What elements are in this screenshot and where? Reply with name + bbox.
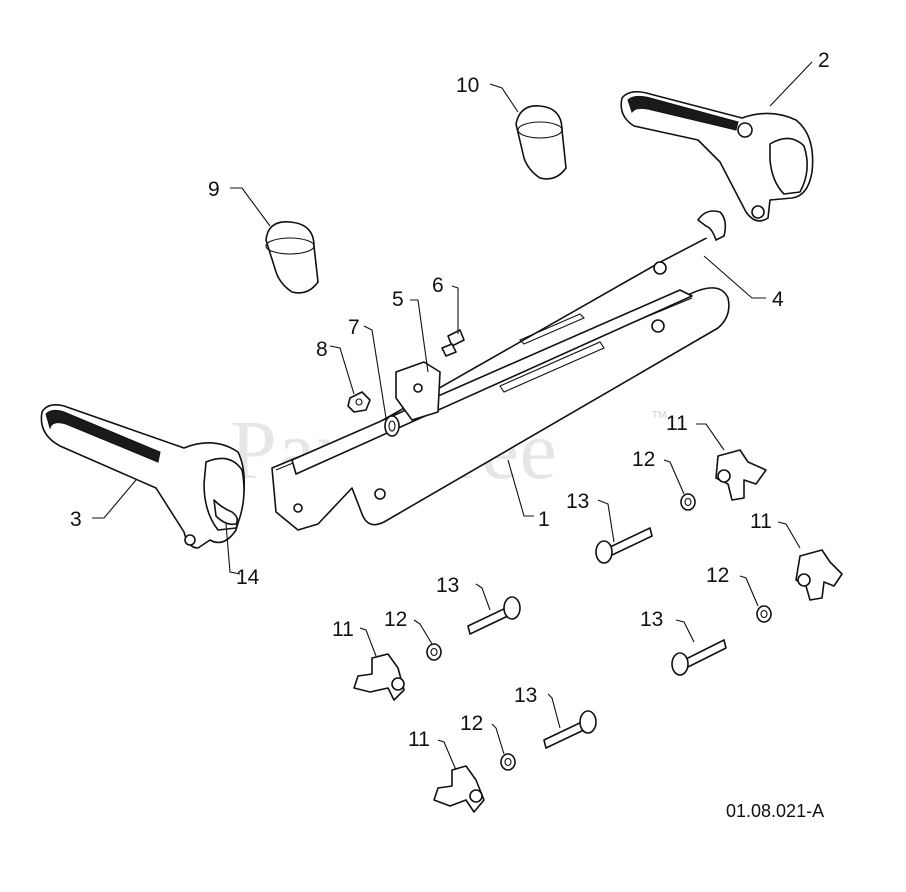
leader-lines — [92, 61, 813, 771]
callout-12a: 12 — [632, 448, 655, 471]
part-12-washer-b[interactable] — [756, 605, 772, 623]
callout-3: 3 — [70, 508, 82, 531]
part-11-knob-b[interactable] — [795, 549, 843, 601]
callout-12b: 12 — [706, 564, 729, 587]
part-11-knob-c[interactable] — [353, 653, 405, 701]
part-5-bracket[interactable] — [395, 361, 441, 421]
watermark-trademark: TM — [652, 410, 666, 421]
part-13-bolt-d[interactable] — [543, 710, 597, 749]
callout-13d: 13 — [514, 684, 537, 707]
part-13-bolt-c[interactable] — [671, 639, 727, 676]
part-11-knob-d[interactable] — [433, 765, 485, 813]
callout-11d: 11 — [408, 728, 430, 751]
part-14-clip[interactable] — [213, 499, 239, 526]
callout-13c: 13 — [640, 608, 663, 631]
callout-2: 2 — [818, 49, 830, 72]
part-9-knob[interactable] — [265, 221, 319, 294]
callout-13a: 13 — [566, 490, 589, 513]
part-8-nut[interactable] — [347, 391, 371, 413]
callout-12d: 12 — [460, 712, 483, 735]
callout-6: 6 — [432, 274, 444, 297]
part-7-bushing[interactable] — [384, 415, 400, 437]
callout-7: 7 — [348, 316, 360, 339]
callout-8: 8 — [316, 338, 328, 361]
callout-12c: 12 — [384, 608, 407, 631]
callout-10: 10 — [456, 74, 479, 97]
callout-9: 9 — [208, 178, 220, 201]
part-3-lever-left[interactable] — [40, 404, 246, 549]
callout-13b: 13 — [436, 574, 459, 597]
callout-4: 4 — [772, 288, 784, 311]
part-12-washer-a[interactable] — [680, 493, 696, 511]
part-13-bolt-a[interactable] — [595, 527, 653, 564]
callout-11a: 11 — [666, 412, 688, 435]
drawing-number: 01.08.021-A — [726, 801, 824, 821]
callout-labels: 2 10 9 4 5 6 7 8 3 1 14 11 12 13 11 12 1… — [70, 49, 830, 751]
part-2-lever-right[interactable] — [620, 90, 814, 222]
callout-5: 5 — [392, 288, 404, 311]
callout-11c: 11 — [332, 618, 354, 641]
part-11-knob-a[interactable] — [715, 449, 767, 501]
callout-11b: 11 — [750, 510, 772, 533]
part-6-bolt[interactable] — [441, 329, 465, 357]
part-10-knob[interactable] — [515, 105, 567, 180]
part-12-washer-c[interactable] — [426, 643, 442, 661]
callout-14: 14 — [236, 566, 260, 589]
part-13-bolt-b[interactable] — [467, 596, 521, 635]
callout-1: 1 — [538, 508, 550, 531]
part-12-washer-d[interactable] — [500, 753, 516, 771]
